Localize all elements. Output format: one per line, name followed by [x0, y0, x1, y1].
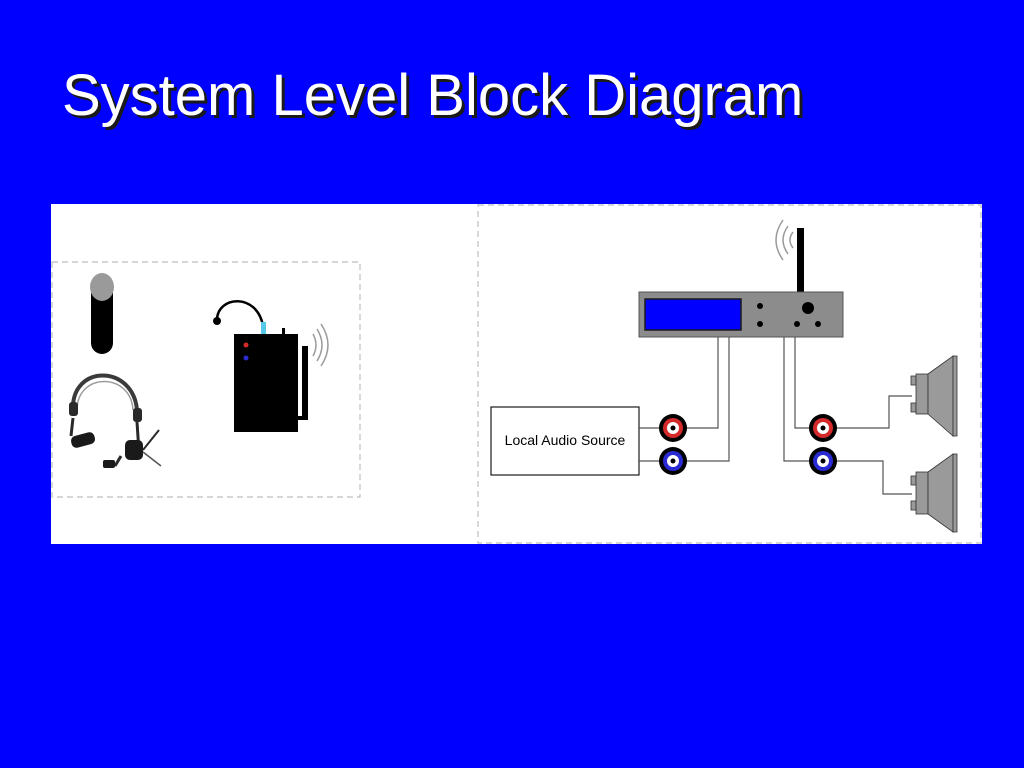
block-diagram: Local Audio Source [51, 204, 982, 544]
diagram-panel: Local Audio Source [51, 204, 982, 544]
receiver-antenna-icon [775, 219, 804, 294]
local-audio-source-box [490, 406, 640, 476]
local-audio-source-label: Local Audio Source [505, 432, 626, 448]
output-wires [783, 337, 912, 495]
transmitter-group-box [51, 261, 361, 498]
headset-microphone-icon [69, 373, 162, 468]
input-jack-blue-icon [659, 447, 687, 475]
wireless-receiver-unit [638, 291, 844, 338]
handheld-microphone-icon [90, 273, 114, 354]
bodypack-transmitter-icon [213, 300, 329, 432]
speaker-icon [910, 355, 958, 437]
output-jack-blue-icon [809, 447, 837, 475]
receiver-group-box [477, 204, 982, 544]
speaker-icon [910, 453, 958, 533]
input-wires [639, 337, 730, 462]
receiver-knob [802, 302, 814, 314]
slide-title: System Level Block Diagram [62, 63, 804, 128]
output-jack-red-icon [809, 414, 837, 442]
input-jack-red-icon [659, 414, 687, 442]
receiver-display [644, 298, 742, 331]
